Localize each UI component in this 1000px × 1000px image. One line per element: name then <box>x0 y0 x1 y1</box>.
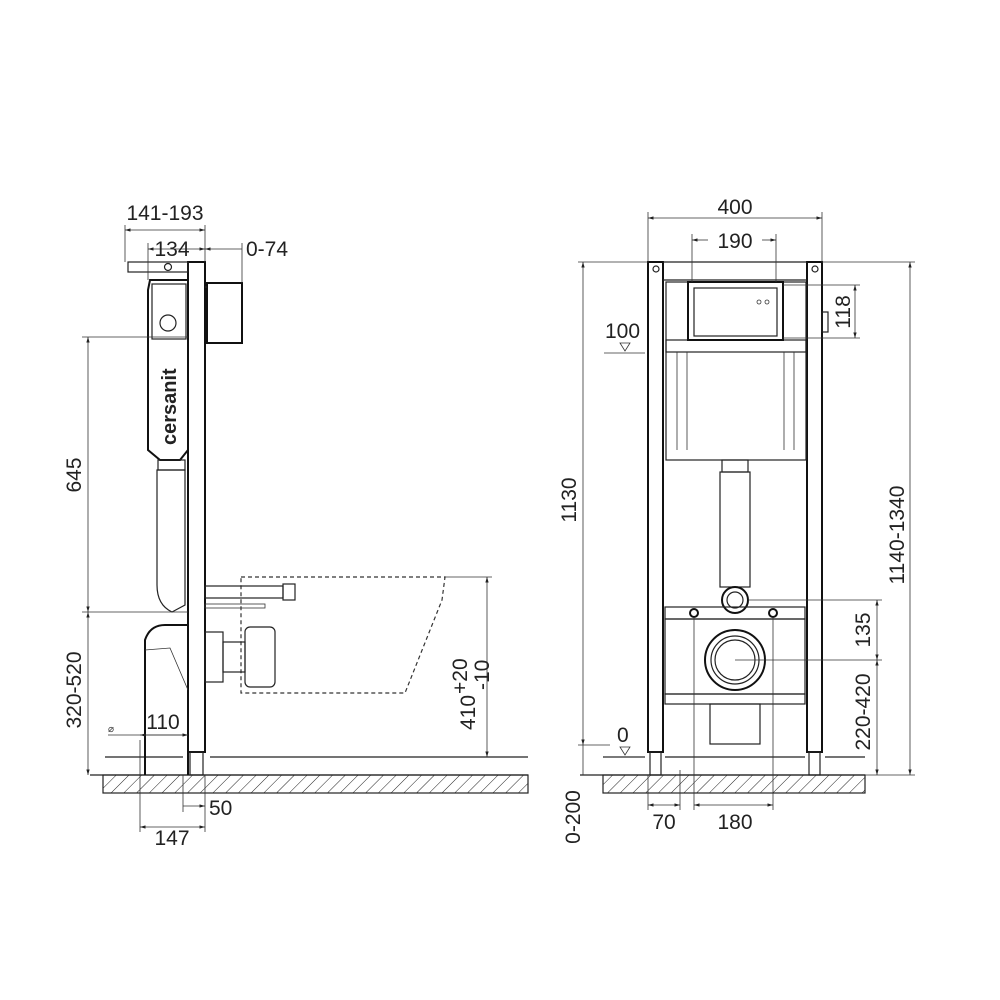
dim-tank-height: 645 <box>63 457 86 492</box>
flush-plate-inner <box>693 287 778 337</box>
frame-foot <box>189 751 204 776</box>
outlet-pipe <box>222 641 246 673</box>
flush-pipe <box>156 469 186 613</box>
dim-foot-depth: 50 <box>209 797 232 820</box>
drain-elbow <box>144 624 189 775</box>
frame-post-right <box>806 261 823 753</box>
dim-pipe-diameter: 110 <box>146 711 179 734</box>
dim-total-height: 1140-1340 <box>886 486 909 585</box>
bracket-hole <box>163 262 173 272</box>
flush-button-box <box>206 282 243 344</box>
dim-bracket-height: 320-520 <box>63 651 86 728</box>
flush-pipe-front <box>719 471 751 588</box>
dim-width: 400 <box>717 196 752 219</box>
bowl-tolerance-minus: -10 <box>471 660 494 690</box>
floor-hatch-front <box>602 774 866 794</box>
tank-band <box>665 339 807 353</box>
front-dimensions: 400 190 118 100 0 1130 0-200 1140-1340 <box>558 196 915 844</box>
frame-leg-right <box>808 751 821 776</box>
pipe-collar <box>157 459 186 471</box>
frame-post-left <box>647 261 664 753</box>
front-view: 400 190 118 100 0 1130 0-200 1140-1340 <box>558 196 915 844</box>
top-bracket <box>127 261 189 273</box>
tank-top <box>151 283 187 340</box>
dim-floor-adjust: 0-200 <box>562 790 585 844</box>
level-marker-icon <box>619 746 631 756</box>
brand-logo: cersanit <box>159 368 181 445</box>
flush-outlet <box>721 586 749 614</box>
dim-leg-width: 70 <box>652 811 675 834</box>
dim-button-height: 118 <box>832 295 855 328</box>
floor-hatch <box>102 774 529 794</box>
dim-frame-height: 1130 <box>558 477 581 522</box>
bolt-hole-left <box>689 608 699 618</box>
dim-bolt-spacing: 180 <box>717 811 752 834</box>
flush-plate <box>687 281 784 341</box>
level-top-label: 100 <box>605 320 640 343</box>
wall-hung-bowl-outline <box>240 576 446 694</box>
rod-thread <box>282 583 296 601</box>
outlet-coupling <box>204 631 224 683</box>
side-dimensions: 141-193 134 0-74 645 320-520 ⌀ 110 50 14… <box>63 202 494 850</box>
outlet-flange <box>244 626 276 688</box>
dim-overall-depth: 141-193 <box>126 202 203 225</box>
bowl-tolerance-plus: +20 <box>449 658 472 694</box>
flush-valve <box>159 314 177 332</box>
rod-lower <box>204 603 266 609</box>
dim-button-width: 190 <box>717 230 752 253</box>
dim-button-offset: 0-74 <box>246 238 288 261</box>
mounting-rod <box>204 585 284 599</box>
level-floor-label: 0 <box>617 724 629 747</box>
dim-bowl-height: 410 <box>457 695 480 730</box>
frame-leg-left <box>649 751 662 776</box>
dim-frame-depth: 134 <box>154 238 189 261</box>
dim-outlet-spacing: 135 <box>852 612 875 647</box>
dim-outlet-height: 220-420 <box>852 673 875 750</box>
frame-plate <box>187 261 206 753</box>
side-view: cersanit 141-193 134 0-74 <box>63 202 529 850</box>
dim-base-depth: 147 <box>154 827 189 850</box>
diameter-symbol: ⌀ <box>108 724 114 735</box>
bolt-hole-right <box>768 608 778 618</box>
level-marker-icon <box>619 342 631 352</box>
